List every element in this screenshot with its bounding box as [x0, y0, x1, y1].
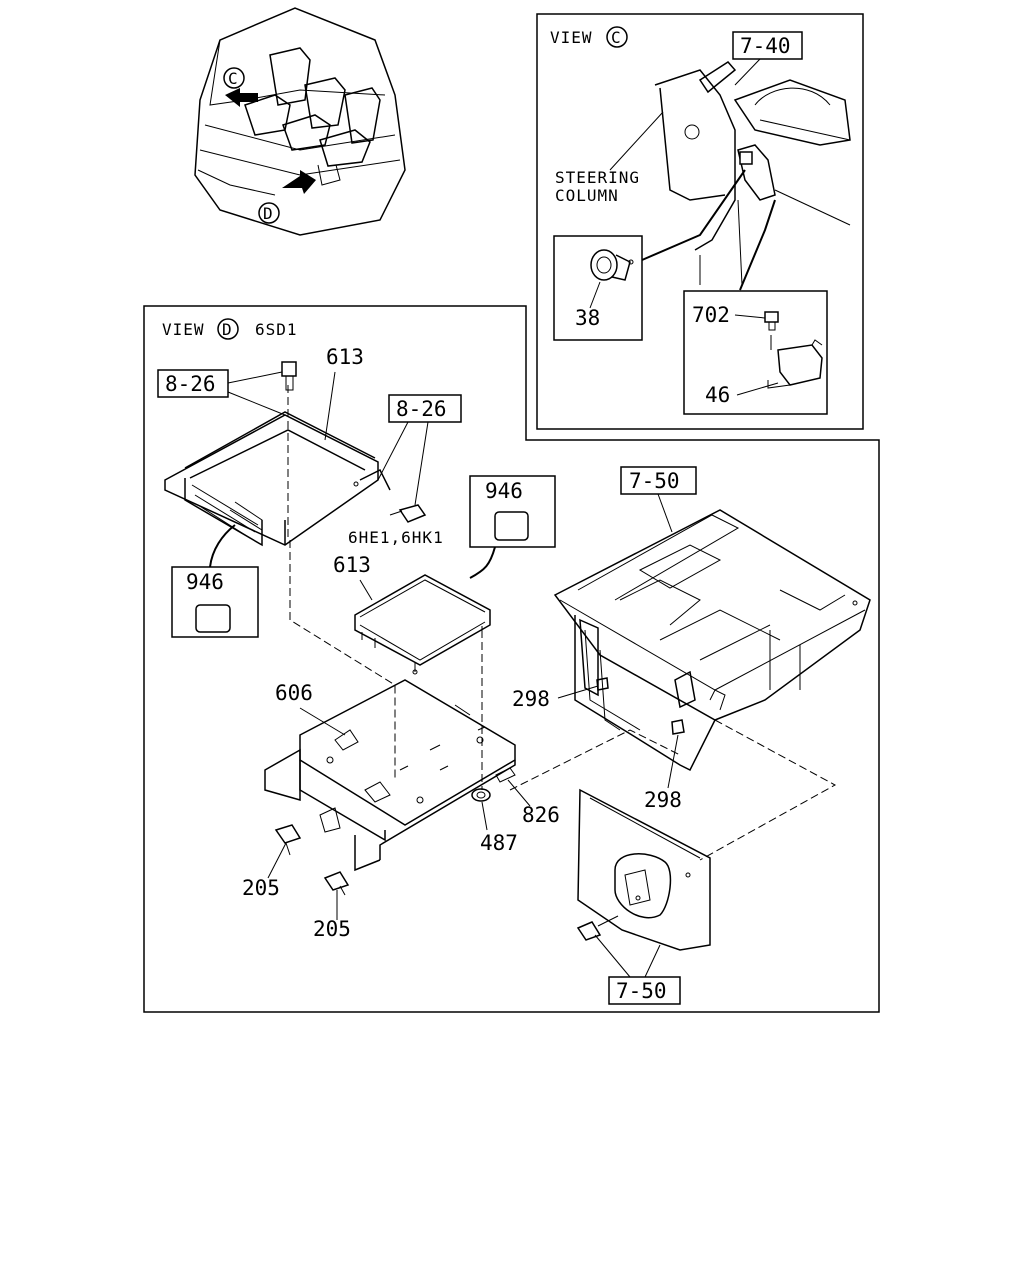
callout-8-26-a: 8-26 — [165, 372, 216, 396]
view-c-panel: VIEW C 7-40 STEERING COLUMN 38 — [536, 13, 864, 430]
callout-7-50-a: 7-50 — [629, 469, 680, 493]
callout-7-40: 7-40 — [740, 34, 791, 58]
callout-298-b: 298 — [644, 788, 682, 812]
view-c-arrow — [225, 88, 258, 107]
callout-298-a: 298 — [512, 687, 550, 711]
callout-487: 487 — [480, 831, 518, 855]
callout-613-a: 613 — [326, 345, 364, 369]
cab-marker-d-circle — [258, 202, 280, 224]
callout-7-50-b: 7-50 — [616, 979, 667, 1003]
cab-marker-c: C — [228, 69, 239, 88]
view-d-marker: D — [222, 320, 233, 339]
view-d-arrow — [282, 170, 316, 194]
callout-205-b: 205 — [313, 917, 351, 941]
callout-8-26-b: 8-26 — [396, 397, 447, 421]
view-c-title: VIEW — [550, 28, 593, 47]
callout-702: 702 — [692, 303, 730, 327]
callout-613-b: 613 — [333, 553, 371, 577]
view-d-variant: 6SD1 — [255, 320, 298, 339]
cab-marker-d: D — [263, 204, 274, 223]
view-d-title: VIEW — [162, 320, 205, 339]
callout-606: 606 — [275, 681, 313, 705]
callout-946-b: 946 — [186, 570, 224, 594]
cab-overview: C D — [194, 7, 406, 236]
steering-column-line1: STEERING — [555, 168, 640, 187]
callout-946-a: 946 — [485, 479, 523, 503]
view-d-panel: VIEW D 6SD1 8-26 613 8-26 946 — [143, 305, 880, 1013]
view-c-marker: C — [611, 28, 622, 47]
callout-46: 46 — [705, 383, 730, 407]
callout-205-a: 205 — [242, 876, 280, 900]
callout-38: 38 — [575, 306, 600, 330]
cab-marker-c-circle — [223, 67, 245, 89]
callout-826: 826 — [522, 803, 560, 827]
steering-column-line2: COLUMN — [555, 186, 619, 205]
variant-label: 6HE1,6HK1 — [348, 528, 444, 547]
